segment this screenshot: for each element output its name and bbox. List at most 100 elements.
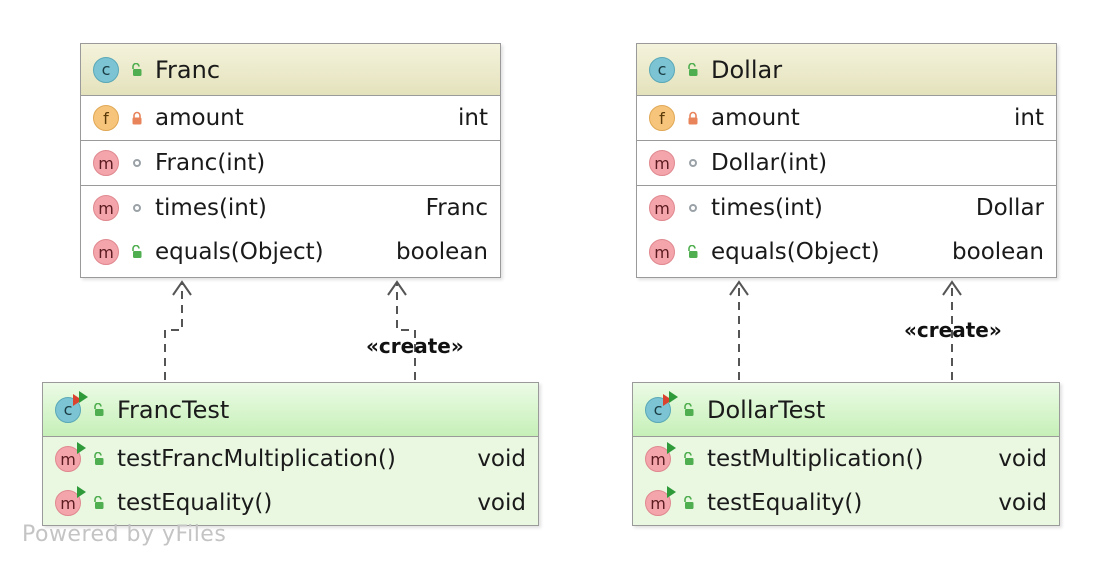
test-method-icon: m — [645, 486, 676, 516]
method-name: times(int) — [155, 195, 267, 221]
arrowhead-dollar-dependency — [729, 280, 749, 296]
public-lock-icon — [681, 402, 697, 418]
constructors-section: m Franc(int) — [81, 141, 500, 186]
method-row[interactable]: m testEquality() void — [43, 481, 538, 525]
class-icon: c — [649, 56, 675, 83]
method-name: testMultiplication() — [707, 446, 924, 472]
class-name: Dollar — [711, 55, 783, 84]
field-icon: f — [649, 105, 675, 131]
method-row[interactable]: m equals(Object) boolean — [637, 230, 1056, 274]
constructor-row[interactable]: m Franc(int) — [81, 141, 500, 185]
method-name: testFrancMultiplication() — [117, 446, 396, 472]
class-node-dollar-test[interactable]: c DollarTest m testMultiplication() void… — [632, 382, 1060, 526]
package-dot-icon — [129, 200, 145, 216]
constructor-row[interactable]: m Dollar(int) — [637, 141, 1056, 185]
test-class-icon: c — [645, 390, 678, 423]
field-row[interactable]: f amount int — [637, 96, 1056, 140]
class-header[interactable]: c FrancTest — [43, 383, 538, 437]
method-icon-letter: m — [60, 449, 76, 469]
class-node-franc-test[interactable]: c FrancTest m testFrancMultiplication() … — [42, 382, 539, 526]
run-gutter-icon — [73, 393, 82, 406]
method-name: equals(Object) — [155, 239, 324, 265]
class-icon-letter: c — [653, 400, 663, 419]
method-return-type: void — [477, 490, 526, 516]
public-lock-icon — [91, 451, 107, 467]
class-name: FrancTest — [117, 395, 230, 424]
method-return-type: boolean — [396, 239, 488, 265]
method-row[interactable]: m testEquality() void — [633, 481, 1059, 525]
field-type: int — [1014, 105, 1044, 131]
method-name: equals(Object) — [711, 239, 880, 265]
field-name: amount — [155, 105, 244, 131]
field-icon: f — [93, 105, 119, 131]
public-lock-icon — [681, 495, 697, 511]
method-icon: m — [93, 150, 119, 176]
method-row[interactable]: m times(int) Dollar — [637, 186, 1056, 230]
edge-label-franc-create: «create» — [366, 334, 464, 358]
arrowhead-dollar-create — [942, 280, 962, 296]
method-icon-letter: m — [60, 493, 76, 513]
public-lock-icon — [681, 451, 697, 467]
method-icon-letter: m — [650, 493, 666, 513]
method-icon: m — [93, 239, 119, 265]
public-lock-icon — [685, 244, 701, 260]
method-row[interactable]: m testFrancMultiplication() void — [43, 437, 538, 481]
run-gutter-icon — [77, 442, 86, 454]
methods-section: m times(int) Dollar m equals(Object) boo… — [637, 186, 1056, 274]
method-return-type: boolean — [952, 239, 1044, 265]
field-row[interactable]: f amount int — [81, 96, 500, 140]
field-type: int — [458, 105, 488, 131]
public-lock-icon — [129, 62, 145, 78]
package-dot-icon — [685, 155, 701, 171]
method-icon: m — [649, 239, 675, 265]
method-return-type: void — [477, 446, 526, 472]
methods-section: m testMultiplication() void m testEquali… — [633, 437, 1059, 525]
methods-section: m times(int) Franc m equals(Object) bool… — [81, 186, 500, 274]
public-lock-icon — [91, 495, 107, 511]
edge-franctest-franc-dependency — [164, 282, 183, 380]
run-gutter-icon — [667, 442, 676, 454]
run-gutter-icon — [663, 393, 672, 406]
class-icon: c — [93, 56, 119, 83]
constructor-name: Franc(int) — [155, 150, 266, 176]
method-return-type: void — [998, 446, 1047, 472]
class-header[interactable]: c Franc — [81, 44, 500, 96]
test-method-icon: m — [55, 442, 86, 472]
run-gutter-icon — [667, 486, 676, 498]
package-dot-icon — [685, 200, 701, 216]
method-icon: m — [649, 150, 675, 176]
method-icon: m — [93, 195, 119, 221]
method-icon-letter: m — [650, 449, 666, 469]
method-return-type: Franc — [425, 195, 488, 221]
class-name: Franc — [155, 55, 221, 84]
constructor-name: Dollar(int) — [711, 150, 828, 176]
class-name: DollarTest — [707, 395, 826, 424]
arrowhead-franc-create — [387, 280, 407, 296]
run-gutter-icon — [79, 390, 88, 403]
arrowhead-franc-dependency — [172, 280, 192, 296]
fields-section: f amount int — [637, 96, 1056, 141]
method-return-type: void — [998, 490, 1047, 516]
powered-by-watermark: Powered by yFiles — [22, 522, 227, 547]
method-row[interactable]: m equals(Object) boolean — [81, 230, 500, 274]
class-node-franc[interactable]: c Franc f amount int m Franc(int) m time… — [80, 43, 501, 278]
class-icon-letter: c — [63, 400, 73, 419]
test-class-icon: c — [55, 390, 88, 423]
method-return-type: Dollar — [975, 195, 1044, 221]
method-row[interactable]: m testMultiplication() void — [633, 437, 1059, 481]
method-icon: m — [649, 195, 675, 221]
class-node-dollar[interactable]: c Dollar f amount int m Dollar(int) m ti… — [636, 43, 1057, 278]
run-gutter-icon — [669, 390, 678, 403]
run-gutter-icon — [77, 486, 86, 498]
methods-section: m testFrancMultiplication() void m testE… — [43, 437, 538, 525]
public-lock-icon — [129, 244, 145, 260]
public-lock-icon — [91, 402, 107, 418]
field-name: amount — [711, 105, 800, 131]
edge-label-dollar-create: «create» — [904, 318, 1002, 342]
private-lock-icon — [685, 110, 701, 126]
class-header[interactable]: c DollarTest — [633, 383, 1059, 437]
public-lock-icon — [685, 62, 701, 78]
method-row[interactable]: m times(int) Franc — [81, 186, 500, 230]
class-header[interactable]: c Dollar — [637, 44, 1056, 96]
